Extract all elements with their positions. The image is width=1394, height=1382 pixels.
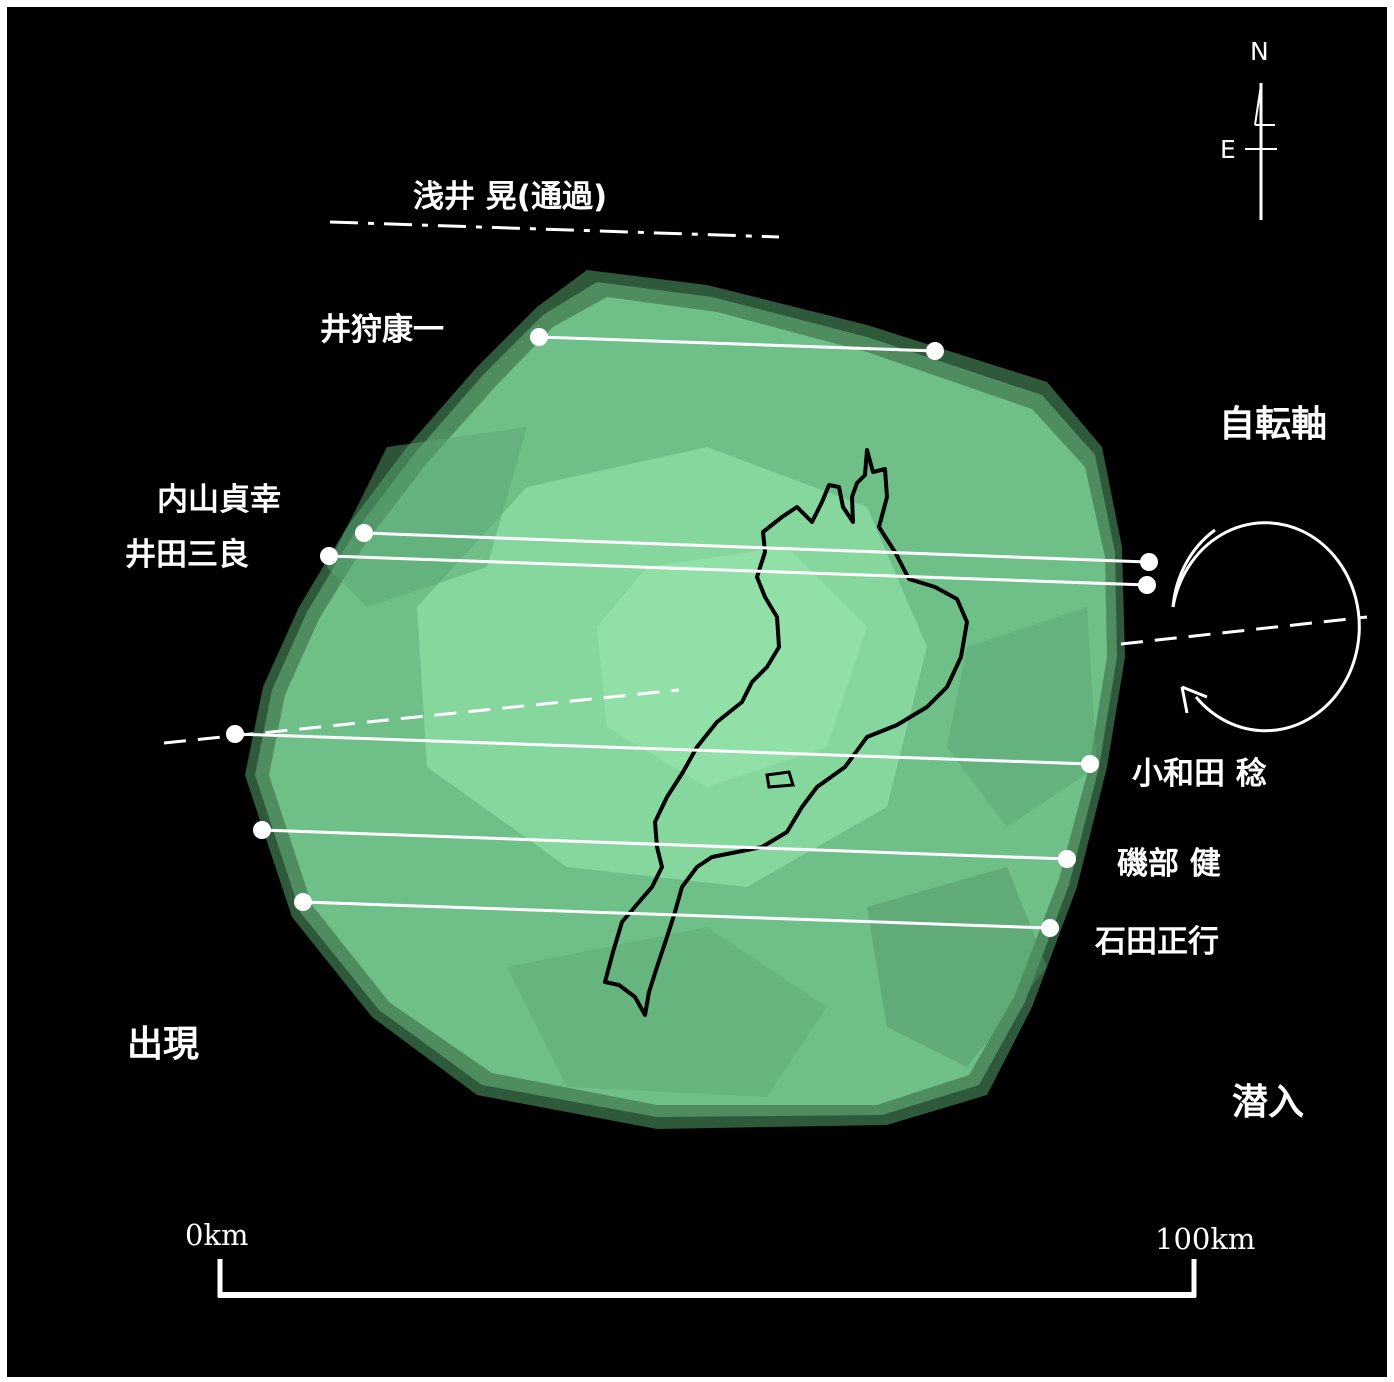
observer-label-1: 井狩康一 <box>320 312 444 348</box>
observer-label-passed: 浅井 晃(通過) <box>413 179 608 215</box>
observer-label-3: 井田三良 <box>125 537 249 573</box>
chord-1 <box>530 328 944 360</box>
rotation-axis-label: 自転軸 <box>1219 404 1328 445</box>
asteroid-facet-shade-3 <box>507 927 827 1097</box>
chord-2 <box>355 524 1158 571</box>
lake-island-outline <box>765 770 795 789</box>
scale-start-label: 0km <box>185 1218 249 1252</box>
disappearance-label: 潜入 <box>1232 1082 1305 1123</box>
chord-6-start-point <box>294 893 312 911</box>
scale-end-label: 100km <box>1155 1222 1256 1256</box>
chord-3-start-point <box>320 547 338 565</box>
occultation-diagram: 浅井 晃(通過) 井狩康一 内山貞幸 井田三良 小和田 稔 磯部 健 石田正行 … <box>7 7 1387 1377</box>
asteroid-facet-light <box>597 547 867 787</box>
diagram-canvas <box>163 83 1368 1298</box>
reappearance-label: 出現 <box>127 1024 200 1065</box>
observer-label-2: 内山貞幸 <box>157 482 281 518</box>
chord-4-end-point <box>1081 755 1099 773</box>
chord-5 <box>253 821 1076 868</box>
chord-1-end-point <box>926 342 944 360</box>
chord-1-start-point <box>530 328 548 346</box>
compass-north-label: N <box>1250 37 1269 66</box>
chord-3-end-point <box>1138 576 1156 594</box>
asteroid-shape <box>245 270 1125 1129</box>
rotation-axis-line-right <box>1120 615 1368 646</box>
rotation-arrow-icon <box>1171 521 1361 733</box>
chord-2-end-point <box>1140 553 1158 571</box>
chord-4-start-point <box>226 725 244 743</box>
asteroid-facet-shade-2 <box>947 607 1097 827</box>
chord-5-end-point <box>1058 850 1076 868</box>
chord-6-end-point <box>1041 919 1059 937</box>
chord-2-start-point <box>355 524 373 542</box>
chord-4 <box>226 725 1099 773</box>
lake-outline <box>603 448 969 1017</box>
scale-bar <box>217 1259 1197 1298</box>
chord-6 <box>294 893 1059 937</box>
observer-label-5: 磯部 健 <box>1117 846 1221 882</box>
observer-label-6: 石田正行 <box>1095 924 1219 960</box>
observer-label-4: 小和田 稔 <box>1132 756 1267 792</box>
asteroid-facet-shade-4 <box>867 867 1047 1067</box>
chord-3 <box>320 547 1156 594</box>
chord-5-start-point <box>253 821 271 839</box>
compass-east-label: E <box>1220 135 1236 164</box>
chord-passed-line <box>329 220 780 239</box>
north-arrow-icon <box>1245 83 1277 220</box>
